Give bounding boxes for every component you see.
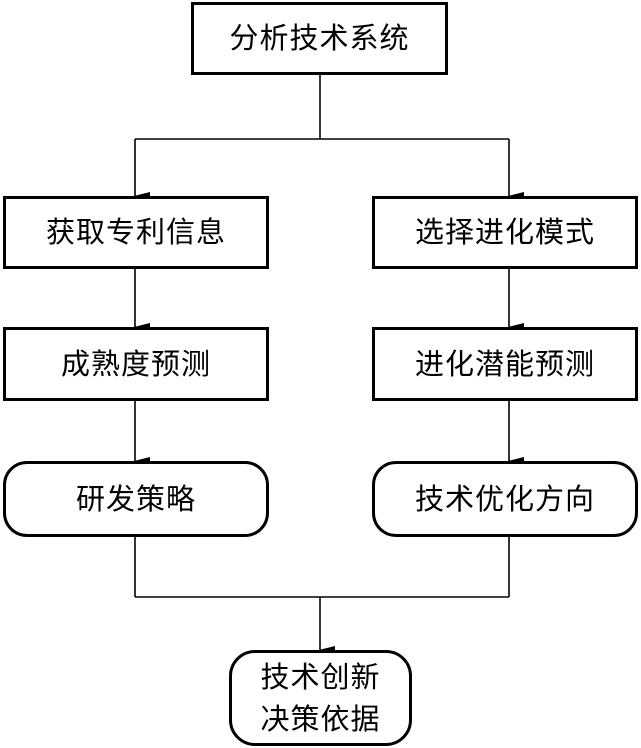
node-label-line1: 技术创新 <box>260 660 381 694</box>
node-innovation-decision-basis: 技术创新 决策依据 <box>229 650 412 746</box>
node-select-evolution-pattern: 选择进化模式 <box>372 196 638 269</box>
node-label: 获取专利信息 <box>45 215 226 250</box>
node-label: 选择进化模式 <box>414 215 595 250</box>
node-label: 成熟度预测 <box>60 346 211 381</box>
node-evolution-potential-prediction: 进化潜能预测 <box>372 327 638 401</box>
node-rd-strategy: 研发策略 <box>3 461 269 537</box>
node-label: 研发策略 <box>75 481 196 516</box>
node-label: 进化潜能预测 <box>414 346 595 381</box>
node-analyze-technical-system: 分析技术系统 <box>191 2 448 75</box>
node-label: 分析技术系统 <box>229 21 410 56</box>
node-maturity-prediction: 成熟度预测 <box>3 327 269 401</box>
node-technology-optimization-direction: 技术优化方向 <box>372 461 638 537</box>
node-label-line2: 决策依据 <box>260 702 381 736</box>
node-label: 技术优化方向 <box>414 481 595 516</box>
node-obtain-patent-info: 获取专利信息 <box>3 196 269 269</box>
